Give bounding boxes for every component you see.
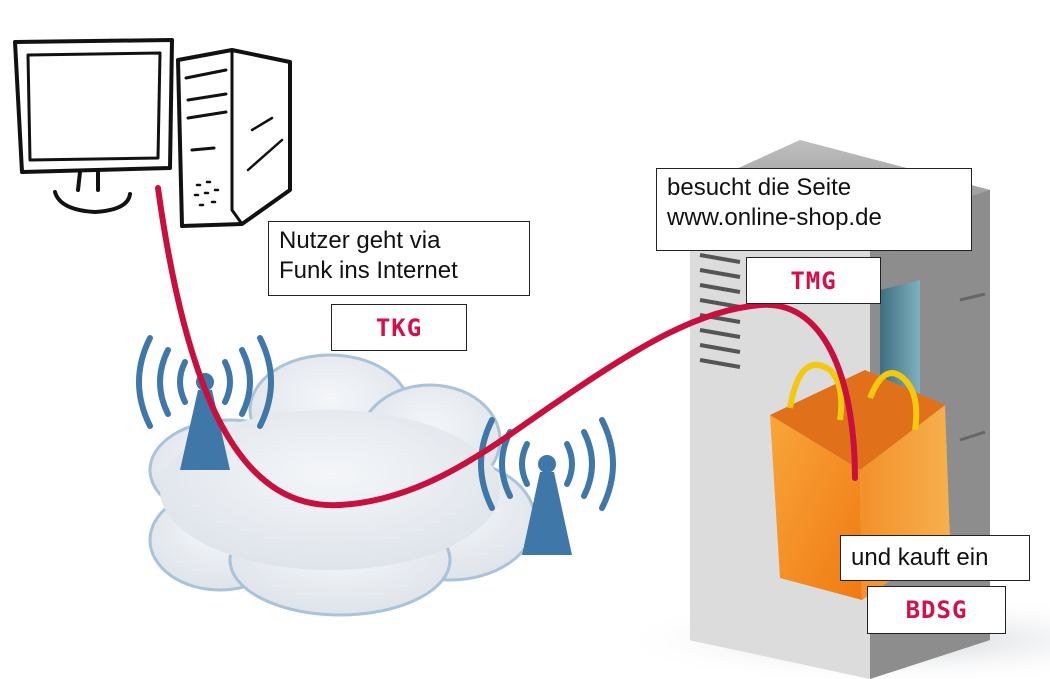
note-user-radio: Nutzer geht via Funk ins Internet [268,221,530,296]
note-buys-line1: und kauft ein [851,544,989,571]
antenna-icon [136,335,274,470]
law-label-tkg: TKG [331,304,467,351]
note-visit-site: besucht die Seite www.online-shop.de [656,168,972,251]
connection-line [155,185,858,509]
law-label-bdsg: BDSG [867,586,1006,634]
note-visit-site-line1: besucht die Seite [667,174,852,201]
note-user-radio-line1: Nutzer geht via [279,227,441,254]
antenna-icon [478,417,616,555]
law-label-tmg: TMG [746,257,881,304]
note-user-radio-line2: Funk ins Internet [279,257,458,284]
shopping-bag-icon [770,362,950,600]
note-buys: und kauft ein [840,535,1030,581]
computer-icon [13,38,292,228]
note-visit-site-line2: www.online-shop.de [667,204,882,231]
